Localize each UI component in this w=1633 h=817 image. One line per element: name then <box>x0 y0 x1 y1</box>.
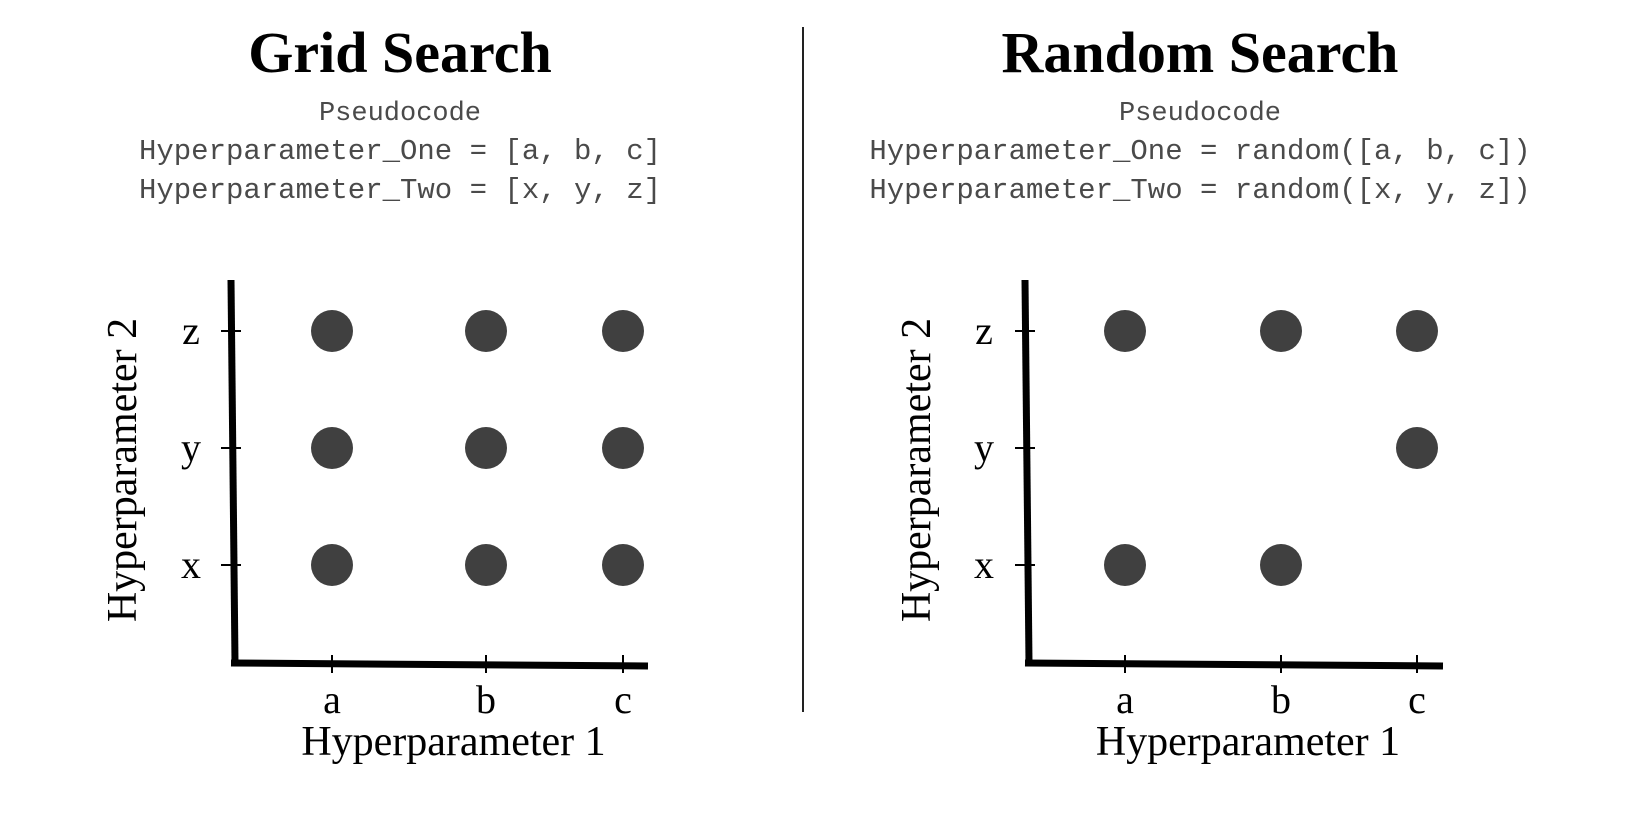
data-point-c-x <box>602 544 644 586</box>
data-point-a-y <box>311 427 353 469</box>
data-point-b-x <box>1260 544 1302 586</box>
y-axis <box>1021 279 1033 664</box>
y-axis-label: Hyperparameter 2 <box>100 318 146 622</box>
pseudocode-line-1: Hyperparameter_One = random([a, b, c]) <box>869 135 1531 168</box>
y-tick-label: z <box>975 308 993 353</box>
pseudocode-line-2: Hyperparameter_Two = [x, y, z] <box>138 174 662 207</box>
y-tick-label: y <box>181 425 201 470</box>
x-axis-label: Hyperparameter 1 <box>301 719 605 765</box>
x-axis <box>230 659 649 670</box>
random-search-panel: Random Search Pseudocode Hyperparameter_… <box>800 0 1600 817</box>
y-tick-label: x <box>181 542 201 587</box>
y-tick-label: x <box>974 542 994 587</box>
grid-search-panel: Grid Search Pseudocode Hyperparameter_On… <box>0 0 800 817</box>
data-point-a-z <box>1104 310 1146 352</box>
data-point-a-x <box>311 544 353 586</box>
data-point-c-y <box>602 427 644 469</box>
pseudocode-line-1: Hyperparameter_One = [a, b, c] <box>138 135 662 168</box>
data-point-a-z <box>311 310 353 352</box>
x-axis <box>1024 659 1444 670</box>
x-tick-label: b <box>476 677 496 722</box>
data-point-b-z <box>1260 310 1302 352</box>
panel-title: Random Search <box>1001 20 1399 85</box>
pseudocode-header: Pseudocode <box>318 99 482 129</box>
data-point-c-z <box>1396 310 1438 352</box>
panel-title: Grid Search <box>248 20 552 85</box>
data-point-a-x <box>1104 544 1146 586</box>
x-tick-label: c <box>1408 677 1426 722</box>
data-point-c-y <box>1396 427 1438 469</box>
data-point-b-y <box>465 427 507 469</box>
x-axis-label: Hyperparameter 1 <box>1096 719 1400 765</box>
data-point-b-x <box>465 544 507 586</box>
y-axis-label: Hyperparameter 2 <box>894 318 940 622</box>
data-point-c-z <box>602 310 644 352</box>
x-tick-label: a <box>1116 677 1134 722</box>
x-tick-label: c <box>614 677 632 722</box>
pseudocode-header: Pseudocode <box>1118 99 1282 129</box>
pseudocode-line-2: Hyperparameter_Two = random([x, y, z]) <box>869 174 1531 207</box>
y-tick-label: z <box>182 308 200 353</box>
data-point-b-z <box>465 310 507 352</box>
x-tick-label: b <box>1271 677 1291 722</box>
panel-divider <box>802 27 804 712</box>
y-axis <box>227 279 239 664</box>
x-tick-label: a <box>323 677 341 722</box>
y-tick-label: y <box>974 425 994 470</box>
